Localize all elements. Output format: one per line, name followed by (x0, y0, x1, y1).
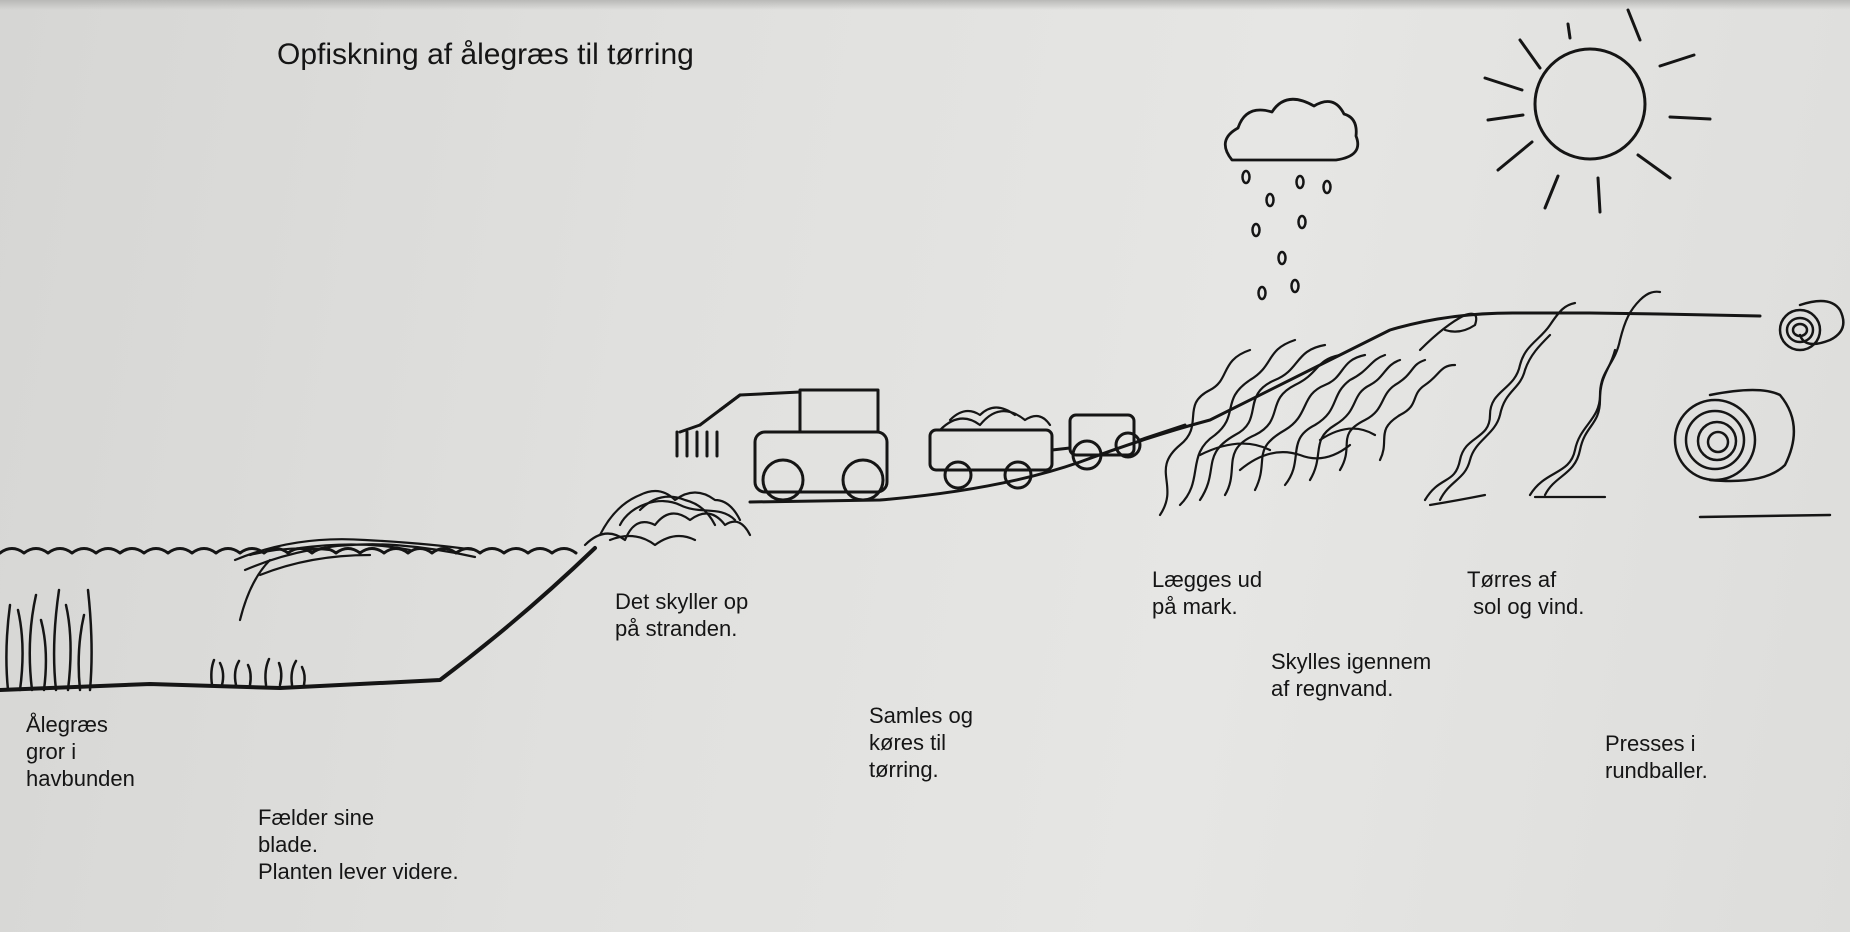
step-label-wash-up: Det skyller op på stranden. (615, 589, 749, 641)
floating-shed-leaves (233, 538, 477, 622)
paper-top-edge (0, 0, 1850, 10)
diagram-title: Opfiskning af ålegræs til tørring (277, 38, 694, 71)
step-label-dry: Tørres af sol og vind. (1467, 567, 1585, 619)
sun-icon (1483, 8, 1712, 214)
large-round-bale (1673, 388, 1796, 483)
step-label-shed: Fælder sine blade. Planten lever videre. (258, 805, 459, 884)
step-label-collect: Samles og køres til tørring. (869, 703, 973, 782)
step-label-rinse: Skylles igennem af regnvand. (1271, 649, 1432, 701)
water-surface-waves (0, 547, 578, 555)
step-label-lay-out: Lægges ud på mark. (1152, 567, 1263, 619)
tractor-with-loader (675, 388, 889, 502)
growing-eelgrass (5, 588, 306, 692)
rain-cloud-icon (1223, 97, 1360, 301)
sea-floor-and-beach (0, 546, 597, 692)
ground-line (748, 311, 1762, 504)
sun-rays (1483, 8, 1712, 214)
step-label-press: Presses i rundballer. (1605, 731, 1708, 783)
small-round-bale (1778, 299, 1845, 352)
washed-up-eelgrass (583, 489, 752, 547)
step-label-grow: Ålegræs gror i havbunden (26, 712, 135, 791)
eelgrass-on-field (1158, 312, 1478, 517)
trailer-with-load (928, 406, 1187, 490)
drying-rows (1423, 290, 1662, 507)
round-bales (1673, 299, 1845, 483)
ground-line-right (1698, 513, 1832, 519)
rain-drops (1241, 169, 1332, 301)
